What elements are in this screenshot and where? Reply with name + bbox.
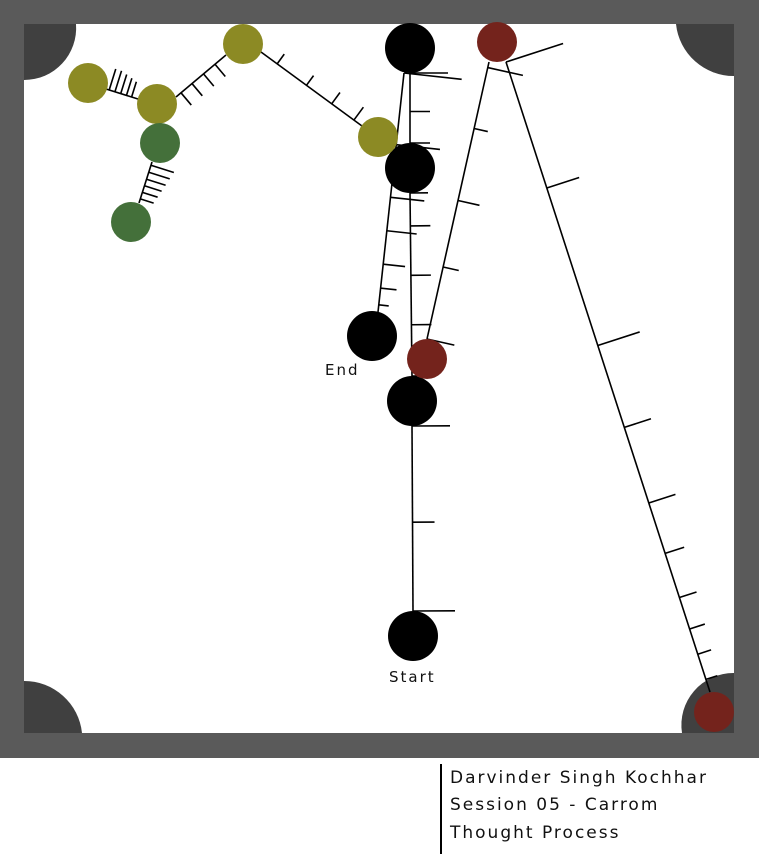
striker-start <box>388 611 438 661</box>
path-line-6 <box>505 61 711 693</box>
caption-session: Session 05 - Carrom <box>450 795 660 815</box>
path-10-tick-3 <box>146 178 166 187</box>
caption-topic: Thought Process <box>450 823 621 843</box>
path-9-tick-4 <box>125 77 133 96</box>
path-line-4 <box>377 72 405 313</box>
path-6-tick-4 <box>624 418 652 429</box>
path-4-tick-4 <box>386 229 417 235</box>
carrom-pieces <box>68 22 734 732</box>
path-10-tick-4 <box>144 185 162 192</box>
path-4-tick-1 <box>403 72 462 81</box>
path-5-tick-4 <box>473 127 488 133</box>
path-6-tick-10 <box>705 674 718 681</box>
path-7-tick-2 <box>191 83 203 97</box>
path-10-tick-2 <box>148 171 170 180</box>
red-coin-2 <box>407 339 447 379</box>
path-4-tick-5 <box>383 263 406 268</box>
path-4-tick-3 <box>390 196 425 202</box>
path-9-tick-3 <box>119 74 128 94</box>
striker-2 <box>387 376 437 426</box>
path-6-tick-8 <box>689 623 706 630</box>
path-6-tick-5 <box>648 493 676 504</box>
path-6-tick-6 <box>664 546 685 555</box>
path-4-tick-7 <box>378 304 389 307</box>
path-line-10 <box>138 161 153 204</box>
path-10-tick-5 <box>142 191 158 198</box>
carrom-board-diagram: Start End <box>0 0 759 758</box>
striker-end <box>347 311 397 361</box>
pocket-bottom-left <box>24 680 82 733</box>
trajectory-paths <box>105 42 718 693</box>
path-8-tick-1 <box>276 53 285 65</box>
path-line-2 <box>409 192 413 377</box>
path-7-tick-4 <box>214 63 226 78</box>
striker-4 <box>385 23 435 73</box>
path-7-tick-3 <box>202 73 215 87</box>
end-label: End <box>325 361 360 379</box>
path-6-tick-1 <box>505 42 564 63</box>
path-5-tick-3 <box>457 199 480 207</box>
path-10-tick-1 <box>150 164 175 174</box>
red-coin-1 <box>477 22 517 62</box>
path-6-tick-2 <box>546 176 580 189</box>
path-line-8 <box>260 51 363 127</box>
start-label: Start <box>389 668 436 686</box>
path-9-tick-5 <box>130 81 138 98</box>
path-8-tick-3 <box>331 92 341 105</box>
striker-3 <box>385 143 435 193</box>
red-coin-3 <box>694 692 734 732</box>
olive-coin-4 <box>358 117 398 157</box>
path-line-9 <box>105 88 139 100</box>
path-5-tick-2 <box>442 266 459 272</box>
caption-block: Darvinder Singh Kochhar Session 05 - Car… <box>440 764 742 854</box>
path-9-tick-2 <box>114 70 123 93</box>
path-4-tick-6 <box>380 287 397 291</box>
path-line-1 <box>411 425 414 612</box>
olive-coin-2 <box>137 84 177 124</box>
path-6-tick-9 <box>697 649 712 655</box>
caption-author: Darvinder Singh Kochhar <box>450 768 708 788</box>
path-5-tick-5 <box>487 66 524 77</box>
olive-coin-3 <box>223 24 263 64</box>
green-coin-1 <box>140 123 180 163</box>
green-coin-2 <box>111 202 151 242</box>
path-6-tick-7 <box>679 591 697 599</box>
path-line-7 <box>175 54 227 98</box>
path-7-tick-1 <box>180 92 192 106</box>
olive-coin-1 <box>68 63 108 103</box>
pocket-top-right <box>676 24 734 77</box>
path-10-tick-6 <box>140 198 154 204</box>
pocket-top-left <box>24 24 77 81</box>
path-6-tick-3 <box>597 331 640 347</box>
path-8-tick-2 <box>305 75 315 86</box>
path-8-tick-4 <box>353 106 365 121</box>
path-9-tick-1 <box>108 68 117 91</box>
